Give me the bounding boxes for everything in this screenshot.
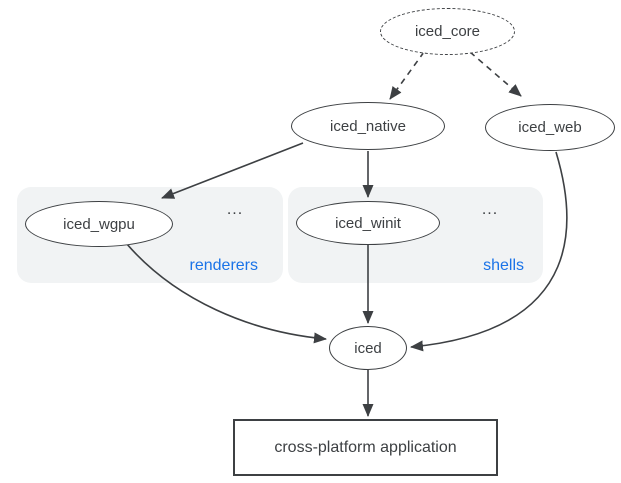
edge-iced_native-iced_wgpu (161, 142, 304, 199)
node-iced-core-label: iced_core (414, 23, 481, 40)
edge-iced_core-iced_native (389, 51, 425, 100)
node-iced-web-label: iced_web (518, 119, 582, 136)
edge-iced_wgpu-iced (125, 242, 327, 344)
node-iced-wgpu-label: iced_wgpu (63, 215, 135, 233)
node-cross-platform-application: cross-platform application (233, 419, 498, 476)
renderers-ellipsis: ... (226, 201, 244, 218)
node-iced-native-label: iced_native (330, 117, 406, 135)
shells-group-label: shells (483, 257, 524, 274)
node-iced-wgpu: iced_wgpu (25, 201, 173, 247)
edge-iced_core-iced_web (469, 51, 522, 97)
edge-iced_web-iced (410, 151, 568, 352)
node-iced-native: iced_native (291, 102, 445, 150)
renderers-group-label: renderers (189, 257, 258, 274)
node-iced-core: iced_core (380, 8, 515, 55)
node-iced-web: iced_web (485, 104, 615, 151)
node-cross-platform-application-label: cross-platform application (274, 438, 457, 456)
node-iced: iced (329, 326, 407, 370)
node-iced-winit: iced_winit (296, 201, 440, 245)
shells-ellipsis: ... (481, 201, 499, 218)
node-iced-label: iced (354, 339, 382, 357)
node-iced-winit-label: iced_winit (335, 214, 401, 232)
